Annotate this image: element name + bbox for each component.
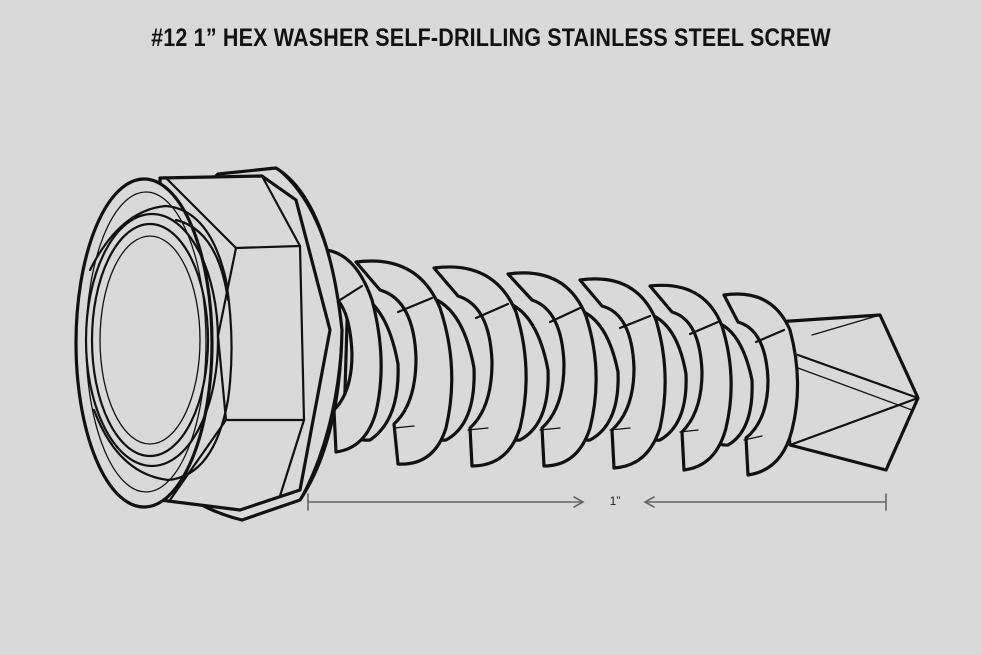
dimension-label: 1” (609, 494, 621, 508)
hex-washer-head (74, 166, 344, 522)
length-dimension (307, 493, 887, 511)
dimension-right-arrowhead (643, 496, 655, 508)
dimension-left-arrowhead (573, 496, 585, 508)
diagram-title: #12 1” HEX WASHER SELF-DRILLING STAINLES… (151, 24, 831, 52)
screw-threads (324, 248, 800, 477)
